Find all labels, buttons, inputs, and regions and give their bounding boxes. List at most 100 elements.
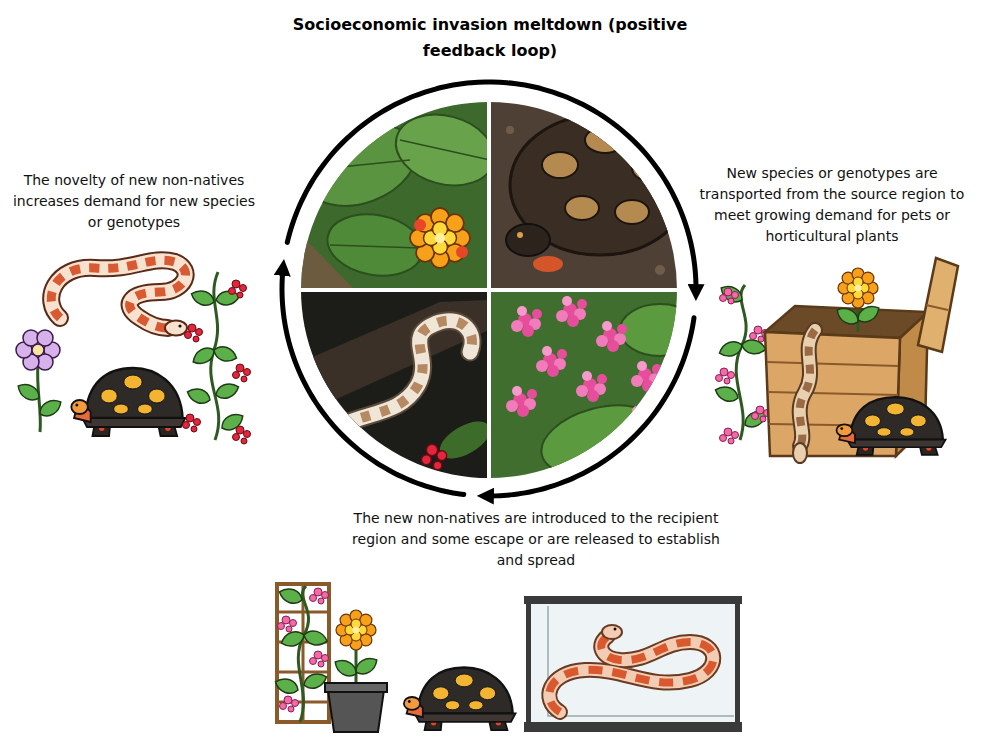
tortoise-photo <box>533 256 563 272</box>
tortoise-photo <box>565 196 599 220</box>
tortoise-photo <box>542 152 578 178</box>
introduction-illustration <box>549 636 713 712</box>
demand-illustration <box>178 324 181 327</box>
cycle-arrow <box>287 82 696 293</box>
introduction-illustration <box>328 690 384 732</box>
transport-illustration <box>918 258 958 352</box>
lantana-photo <box>293 102 503 290</box>
lantana-photo <box>410 208 470 268</box>
transport-illustration <box>793 443 807 463</box>
transport-illustration <box>713 258 958 463</box>
demand-illustration <box>165 321 187 336</box>
introduction-illustration <box>602 625 622 639</box>
demand-illustration <box>51 260 185 328</box>
transport-illustration <box>800 330 815 446</box>
transport-illustration <box>838 268 878 308</box>
coral-vine-photo <box>596 321 627 352</box>
introduction-illustration <box>277 585 304 606</box>
introduction-illustration <box>280 696 299 712</box>
introduction-illustration <box>310 651 329 667</box>
transport-illustration <box>713 383 740 404</box>
demand-illustration <box>185 385 212 406</box>
introduction-illustration <box>298 586 308 722</box>
lantana-photo <box>301 235 355 290</box>
diagram-title: Socioeconomic invasion meltdown (positiv… <box>290 12 690 64</box>
transport-illustration <box>718 282 746 306</box>
cycle-arrow <box>485 318 694 496</box>
introduction-illustration <box>614 628 617 631</box>
introduction-illustration <box>332 656 360 680</box>
transport-illustration <box>800 330 815 446</box>
introduction-illustration <box>524 596 742 604</box>
stage-text: The novelty of new non-natives increases… <box>8 170 260 233</box>
tortoise-photo <box>615 200 649 224</box>
demand-illustration <box>190 344 218 368</box>
coral-vine-photo <box>556 296 587 327</box>
transport-illustration <box>720 428 739 444</box>
tortoise-photo <box>506 126 514 134</box>
transport-illustration <box>720 288 739 304</box>
introduction-illustration <box>353 654 381 678</box>
stage-node: New species or genotypes are transported… <box>694 163 967 318</box>
snake-photo <box>422 444 447 469</box>
introduction-illustration <box>548 606 734 716</box>
introduction-illustration <box>273 584 742 732</box>
snake-photo <box>301 290 496 478</box>
introduction-illustration <box>336 610 376 650</box>
demand-illustration <box>215 289 241 306</box>
demand-illustration <box>233 364 251 382</box>
demand-illustration <box>229 280 247 298</box>
tortoise-photo <box>489 102 690 290</box>
stage-node: The novelty of new non-natives increases… <box>8 170 287 267</box>
tortoise-photo <box>655 265 665 275</box>
coral-vine-photo <box>506 386 537 417</box>
introduction-illustration <box>404 668 516 731</box>
tortoise-photo <box>637 117 643 123</box>
demand-illustration <box>15 260 251 444</box>
introduction-illustration <box>549 636 713 712</box>
introduction-illustration <box>278 616 297 632</box>
photo-divider <box>299 100 679 480</box>
demand-illustration <box>51 260 185 328</box>
introduction-illustration <box>302 628 329 647</box>
transport-illustration <box>736 285 746 440</box>
coral-vine-photo <box>511 306 542 337</box>
tortoise-photo <box>517 232 523 238</box>
coral-vine-photo <box>631 361 662 392</box>
demand-illustration <box>51 260 185 328</box>
transport-illustration <box>716 368 735 384</box>
demand-illustration <box>189 287 216 308</box>
lantana-photo <box>414 219 426 231</box>
transport-illustration <box>800 330 815 446</box>
introduction-illustration <box>325 683 387 692</box>
introduction-illustration <box>526 600 531 724</box>
cycle-arrow <box>282 267 464 494</box>
introduction-illustration <box>549 636 713 712</box>
introduction-illustration <box>735 600 740 724</box>
introduction-illustration <box>277 584 329 722</box>
transport-illustration <box>717 339 744 360</box>
introduction-illustration <box>524 722 742 732</box>
coral-vine-photo <box>536 346 567 377</box>
transport-illustration <box>836 397 945 455</box>
introduction-illustration <box>528 600 738 724</box>
introduction-illustration <box>273 675 300 696</box>
demand-illustration <box>183 414 201 432</box>
demand-illustration <box>15 380 43 404</box>
demand-illustration <box>37 396 65 420</box>
introduction-illustration <box>310 588 329 604</box>
demand-illustration <box>32 344 44 356</box>
demand-illustration <box>233 426 251 444</box>
transport-illustration <box>926 305 948 310</box>
demand-illustration <box>214 380 241 401</box>
demand-illustration <box>212 344 239 365</box>
stage-text: The new non-natives are introduced to th… <box>350 508 722 571</box>
introduction-illustration <box>277 584 329 722</box>
tortoise-photo <box>506 224 550 256</box>
coral-vine-photo <box>576 371 607 402</box>
coral-vine-photo <box>534 394 666 487</box>
